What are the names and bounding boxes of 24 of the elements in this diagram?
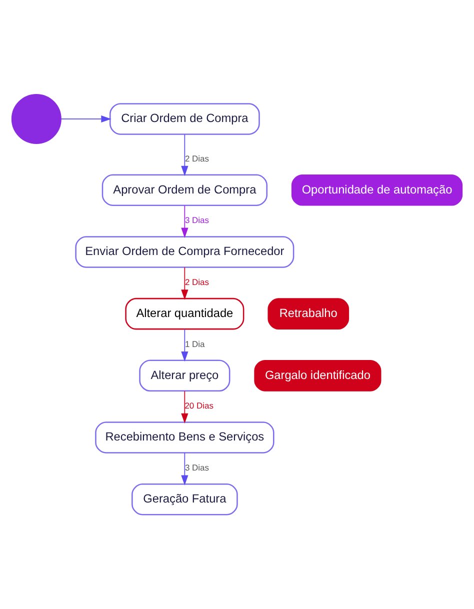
node-box: Geração Fatura bbox=[132, 483, 238, 516]
node-box: Alterar quantidade bbox=[125, 298, 244, 330]
node-box: Aprovar Ordem de Compra bbox=[102, 174, 268, 206]
arrow bbox=[181, 452, 188, 486]
node-box: Criar Ordem de Compra bbox=[110, 103, 260, 135]
arrow bbox=[181, 266, 188, 300]
node-box: Gargalo identificado bbox=[254, 360, 382, 392]
edge-label: 20 Dias bbox=[184, 400, 214, 411]
node-box: Retrabalho bbox=[268, 298, 350, 330]
arrow bbox=[60, 115, 112, 123]
edge-label: 3 Dias bbox=[184, 462, 209, 473]
edge-label: 2 Dias bbox=[184, 277, 209, 288]
node-box: Alterar preço bbox=[139, 360, 230, 392]
arrow bbox=[181, 328, 188, 362]
arrow bbox=[181, 134, 188, 176]
arrow bbox=[181, 390, 188, 424]
edge-label: 1 Dia bbox=[184, 338, 205, 349]
node-box: Enviar Ordem de Compra Fornecedor bbox=[75, 236, 294, 268]
arrow bbox=[181, 205, 188, 238]
edge-label: 3 Dias bbox=[184, 215, 209, 226]
node-circle bbox=[11, 94, 62, 144]
node-box: Recebimento Bens e Serviços bbox=[95, 422, 274, 454]
node-box: Oportunidade de automação bbox=[291, 174, 463, 206]
edge-label: 2 Dias bbox=[184, 153, 209, 164]
